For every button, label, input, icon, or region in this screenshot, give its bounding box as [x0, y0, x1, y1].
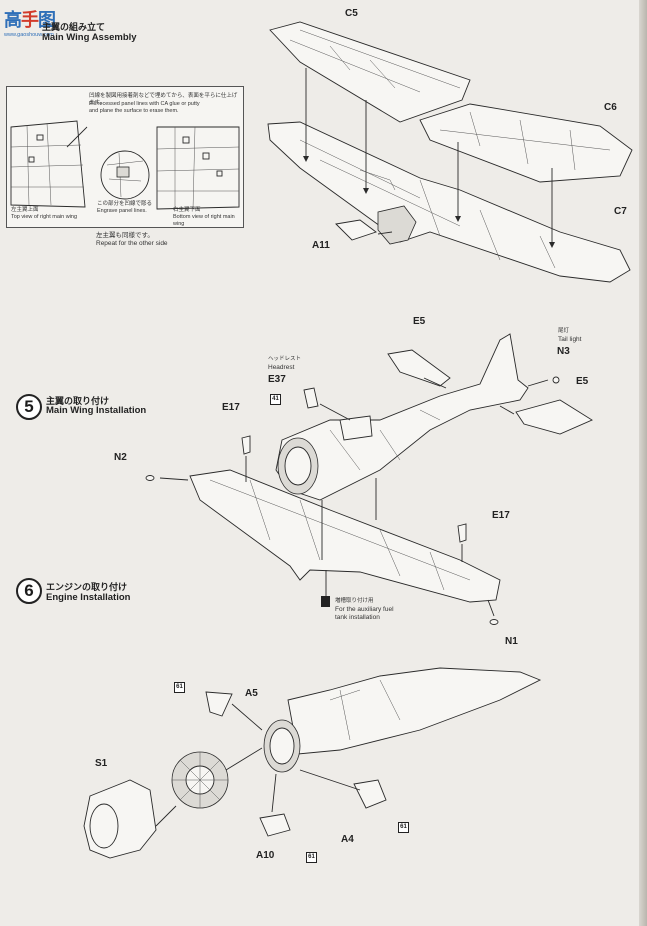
inset-caption-mid-jp: この部分を凹線で彫る — [97, 201, 153, 207]
tail-light-jp: 尾灯 — [558, 328, 570, 334]
part-a11 — [335, 219, 377, 241]
step4-title-en: Main Wing Assembly — [42, 32, 137, 43]
step6-title-jp: エンジンの取り付け — [46, 582, 128, 592]
tank-note-jp: 増槽取り付け用 — [335, 598, 374, 604]
label-n2: N2 — [114, 452, 127, 463]
label-s1: S1 — [95, 758, 108, 769]
part-n2 — [145, 475, 155, 481]
label-c5: C5 — [345, 8, 358, 19]
inset-caption-right-jp: 右主翼下面 — [173, 207, 201, 213]
label-c7: C7 — [614, 206, 627, 217]
label-a11: A11 — [312, 240, 330, 251]
step6-number: 6 — [16, 578, 42, 604]
part-e37 — [303, 387, 319, 409]
inset-caption-right-en: Bottom view of right main wing — [173, 214, 235, 227]
headrest-en: Headrest — [268, 364, 295, 371]
repeat-note-en: Repeat for the other side — [96, 240, 168, 247]
part-e5-right — [515, 399, 593, 435]
headrest-jp: ヘッドレスト — [268, 356, 302, 362]
inset-panel-lines: 凹線を製図用接着剤などで埋めてから、表面を平らに仕上げます。 Fill rece… — [6, 86, 244, 228]
inset-caption-left-jp: 左主翼上面 — [11, 207, 39, 213]
part-a10 — [259, 813, 291, 837]
main-wing — [189, 469, 501, 603]
part-n1 — [489, 619, 499, 625]
step5-title-en: Main Wing Installation — [46, 405, 147, 416]
part-e17b — [457, 523, 467, 543]
repeat-note-jp: 左主翼も同様です。 — [96, 232, 154, 239]
part-a5 — [205, 691, 233, 717]
step6-title-en: Engine Installation — [46, 592, 131, 603]
watermark-char: 手 — [21, 10, 39, 30]
part-n3 — [552, 376, 560, 384]
tank-note-en2: tank installation — [335, 614, 380, 621]
inset-note-en1: Fill recessed panel lines with CA glue o… — [89, 101, 200, 107]
label-e17-top: E17 — [222, 402, 240, 413]
watermark-char: 高 — [4, 10, 22, 30]
label-n1: N1 — [505, 636, 518, 647]
label-e37: E37 — [268, 374, 286, 385]
inset-caption-mid-en: Engrave panel lines. — [97, 208, 147, 214]
tank-note-en1: For the auxiliary fuel — [335, 606, 394, 613]
wing-part-c6 — [419, 103, 633, 183]
glue-icon-61-a5: 61 — [174, 682, 185, 693]
fuselage-front — [287, 667, 542, 755]
step5-number: 5 — [16, 394, 42, 420]
fuselage — [275, 333, 529, 501]
tail-light-en: Tail light — [558, 336, 582, 343]
glue-icon-61-a4: 61 — [398, 822, 409, 833]
inset-caption-left-en: Top view of right main wing — [11, 214, 78, 220]
label-e5-left: E5 — [413, 316, 426, 327]
label-e5-right: E5 — [576, 376, 589, 387]
inset-note-en2: and plane the surface to erase them. — [89, 108, 179, 114]
label-a5: A5 — [245, 688, 258, 699]
step5-title-jp: 主翼の取り付け — [46, 396, 110, 406]
part-a4 — [353, 779, 387, 809]
glue-icon-41: 41 — [270, 394, 281, 405]
step4-title-jp: 主翼の組み立て — [42, 22, 106, 32]
part-e5-left — [387, 349, 451, 387]
label-e17-bottom: E17 — [492, 510, 510, 521]
inset-note-jp: 凹線を製図用接着剤などで埋めてから、表面を平らに仕上げます。 — [89, 93, 238, 106]
label-c6: C6 — [604, 102, 617, 113]
glue-icon-61-a10: 61 — [306, 852, 317, 863]
watermark-char: 图 — [38, 10, 56, 30]
part-e17a — [241, 435, 251, 455]
watermark-logo: 高手图 www.gaoshouw.com — [4, 6, 56, 38]
page-edge — [639, 0, 647, 926]
inset-wing-drawing — [10, 120, 240, 210]
watermark-url: www.gaoshouw.com — [4, 32, 54, 38]
label-a4: A4 — [341, 834, 354, 845]
wing-part-c7 — [267, 121, 631, 283]
label-n3: N3 — [557, 346, 570, 357]
label-a10: A10 — [256, 850, 275, 861]
